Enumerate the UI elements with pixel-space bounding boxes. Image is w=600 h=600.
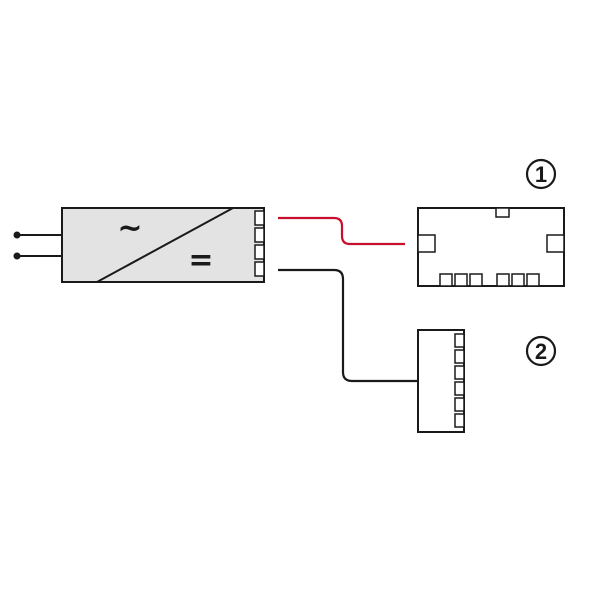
dc-symbol: = [188,243,213,278]
input-terminal-bottom [13,252,21,260]
strip-port [454,397,465,412]
device-1-distribution-box [417,207,565,287]
output-port [254,261,265,277]
strip-port [454,349,465,364]
callout-2-number: 2 [535,339,547,364]
strip-port [454,413,465,428]
device-1-bottom-ports [439,273,540,287]
red-wire [278,216,405,246]
strip-port [454,333,465,348]
device-1-left-port [417,234,436,253]
converter-output-ports [254,210,265,277]
output-port [254,210,265,226]
callout-2: 2 [525,335,557,367]
device-1-top-port [495,207,510,218]
input-terminal-top [13,231,21,239]
converter-diagonal [96,207,234,283]
bottom-port [526,273,540,287]
device-1-right-port [546,234,565,253]
callout-1-circle [525,158,557,190]
device-2-ports [454,333,465,428]
ac-dc-converter: ~ = [61,207,265,283]
strip-port [454,365,465,380]
bottom-port [511,273,525,287]
strip-port [454,381,465,396]
callout-1-number: 1 [535,162,547,187]
output-port [254,227,265,243]
ac-symbol: ~ [117,211,142,246]
callout-2-circle [525,335,557,367]
black-wire [278,268,418,383]
output-port [254,244,265,260]
mains-input-leads [13,231,62,260]
callout-1: 1 [525,158,557,190]
device-2-connector-strip [417,329,465,433]
bottom-port [439,273,453,287]
bottom-port [469,273,483,287]
bottom-port [496,273,510,287]
bottom-port [454,273,468,287]
